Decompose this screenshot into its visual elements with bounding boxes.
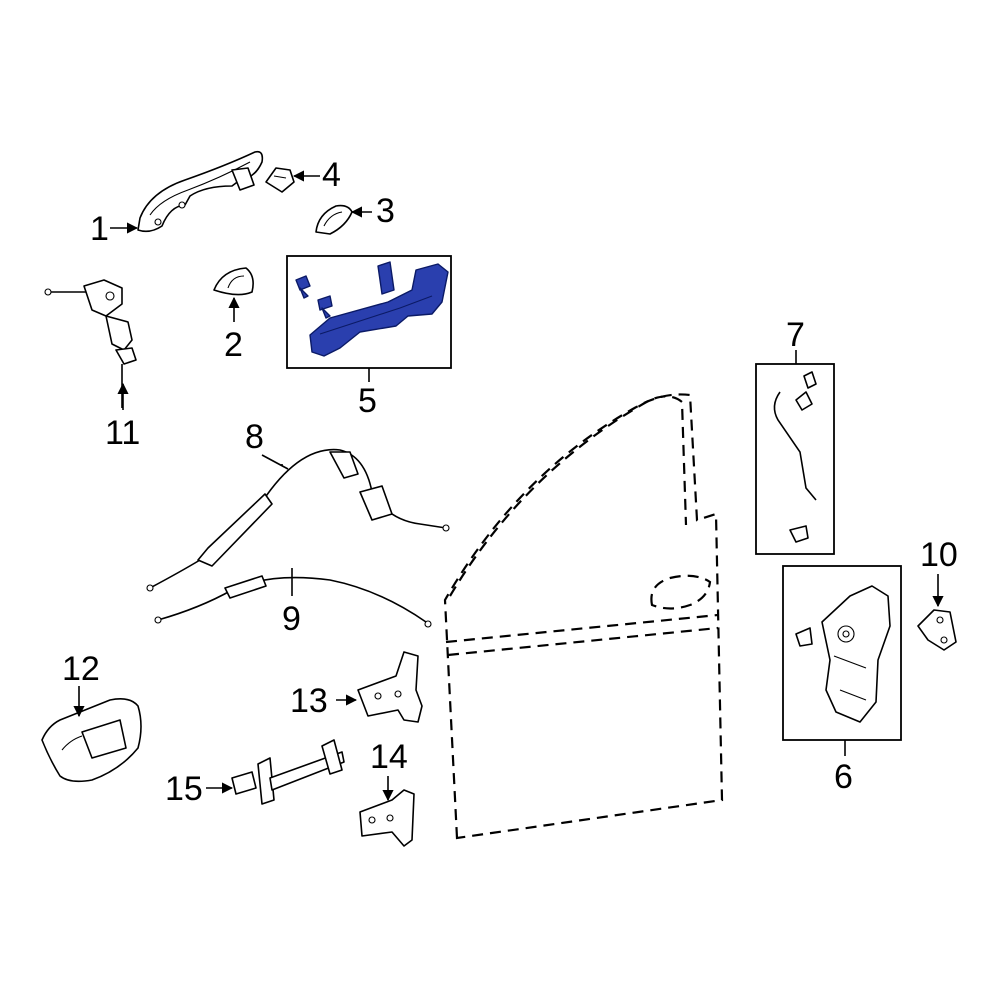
callout-8: 8 bbox=[245, 418, 264, 456]
part-7-lock-rod[interactable] bbox=[773, 371, 817, 543]
callout-9: 9 bbox=[282, 600, 301, 638]
callout-5: 5 bbox=[358, 382, 377, 420]
callout-10: 10 bbox=[920, 536, 958, 574]
door-outline bbox=[443, 393, 724, 840]
callout-7: 7 bbox=[786, 316, 805, 354]
part-1-outer-door-handle[interactable] bbox=[137, 150, 264, 233]
part-5-handle-frame[interactable] bbox=[295, 261, 449, 357]
part-6-door-latch[interactable] bbox=[795, 585, 891, 723]
part-13-upper-hinge[interactable] bbox=[357, 651, 423, 723]
callout-12: 12 bbox=[62, 650, 100, 688]
part-3-cap-cover[interactable] bbox=[315, 204, 353, 235]
callout-1: 1 bbox=[90, 210, 109, 248]
part-4-clip[interactable] bbox=[265, 167, 295, 193]
part-8-cable[interactable] bbox=[146, 448, 450, 592]
part-14-lower-hinge[interactable] bbox=[359, 789, 415, 847]
callout-labels: 1 2 3 4 5 6 7 8 9 10 11 12 13 14 15 bbox=[62, 156, 958, 808]
part-9-cable[interactable] bbox=[154, 575, 432, 628]
callout-4: 4 bbox=[322, 156, 341, 194]
callout-15: 15 bbox=[165, 770, 203, 808]
callout-11: 11 bbox=[105, 414, 140, 452]
part-2-handle-bezel[interactable] bbox=[213, 267, 254, 296]
part-15-door-check[interactable] bbox=[231, 739, 345, 805]
callout-14: 14 bbox=[370, 738, 408, 776]
callout-2: 2 bbox=[224, 326, 243, 364]
part-12-inner-handle[interactable] bbox=[41, 698, 142, 783]
callout-13: 13 bbox=[290, 682, 328, 720]
leader-lines bbox=[73, 170, 944, 802]
part-6-box bbox=[782, 565, 902, 741]
part-7-box bbox=[755, 363, 835, 555]
part-10-striker[interactable] bbox=[917, 609, 957, 651]
callout-3: 3 bbox=[376, 192, 395, 230]
callout-6: 6 bbox=[834, 758, 853, 796]
